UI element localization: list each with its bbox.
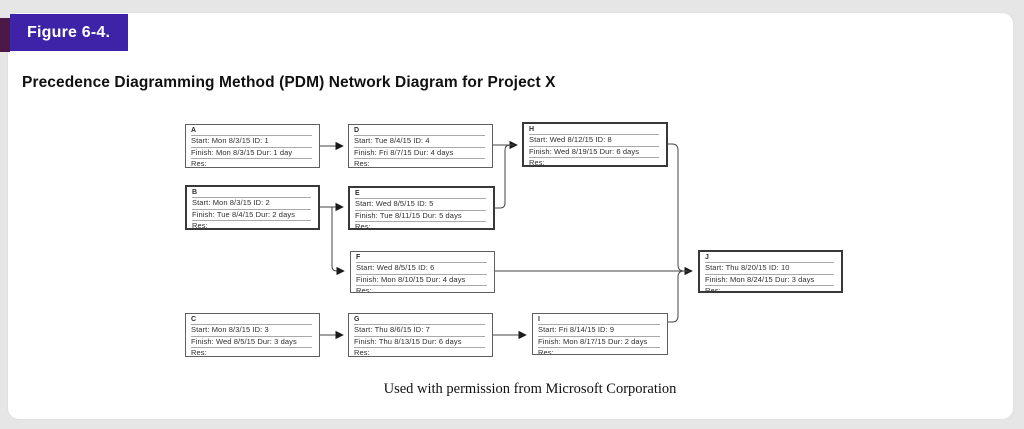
task-name: A [191,126,312,136]
task-finish: Finish: Wed 8/5/15 Dur: 3 days [191,337,312,348]
task-name: H [529,125,659,135]
task-res: Res: [705,286,721,293]
permission-caption: Used with permission from Microsoft Corp… [383,381,677,397]
task-name: E [355,189,486,199]
task-name: C [191,315,312,325]
task-start: Start: Mon 8/3/15 ID: 1 [191,136,312,148]
task-name: G [354,315,485,325]
task-res: Res: [356,286,372,293]
task-name: J [705,253,834,263]
figure-badge-fold [0,18,10,52]
figure-badge: Figure 6-4. [10,14,128,51]
task-start: Start: Tue 8/4/15 ID: 4 [354,136,485,148]
task-start: Start: Wed 8/5/15 ID: 5 [355,199,486,211]
figure-title: Precedence Diagramming Method (PDM) Netw… [22,74,556,91]
task-name: F [356,253,487,263]
task-finish: Finish: Mon 8/10/15 Dur: 4 days [356,275,487,286]
edge-H-J [668,143,689,272]
task-start: Start: Wed 8/12/15 ID: 8 [529,135,659,147]
task-res: Res: [191,159,207,168]
figure-card [7,12,1014,420]
task-start: Start: Mon 8/3/15 ID: 2 [192,198,311,210]
task-finish: Finish: Fri 8/7/15 Dur: 4 days [354,148,485,159]
task-name: B [192,188,311,198]
task-start: Start: Wed 8/5/15 ID: 6 [356,263,487,275]
task-name: I [538,315,660,325]
task-res: Res: [354,159,370,168]
task-res: Res: [529,158,545,167]
task-finish: Finish: Mon 8/24/15 Dur: 3 days [705,275,834,286]
task-start: Start: Thu 8/6/15 ID: 7 [354,325,485,337]
task-res: Res: [355,222,371,230]
task-res: Res: [354,348,370,357]
task-res: Res: [192,221,208,230]
task-res: Res: [538,348,554,355]
task-start: Start: Mon 8/3/15 ID: 3 [191,325,312,337]
edge-E-H [495,144,514,209]
edge-I-J [668,270,689,323]
task-name: D [354,126,485,136]
task-finish: Finish: Thu 8/13/15 Dur: 6 days [354,337,485,348]
task-finish: Finish: Mon 8/3/15 Dur: 1 day [191,148,312,159]
task-finish: Finish: Mon 8/17/15 Dur: 2 days [538,337,660,348]
task-finish: Finish: Tue 8/11/15 Dur: 5 days [355,211,486,222]
task-finish: Finish: Wed 8/19/15 Dur: 6 days [529,147,659,158]
task-start: Start: Fri 8/14/15 ID: 9 [538,325,660,337]
task-res: Res: [191,348,207,357]
task-start: Start: Thu 8/20/15 ID: 10 [705,263,834,275]
edge-B-F [331,207,345,276]
task-finish: Finish: Tue 8/4/15 Dur: 2 days [192,210,311,221]
figure-label: Figure 6-4. [27,23,111,41]
